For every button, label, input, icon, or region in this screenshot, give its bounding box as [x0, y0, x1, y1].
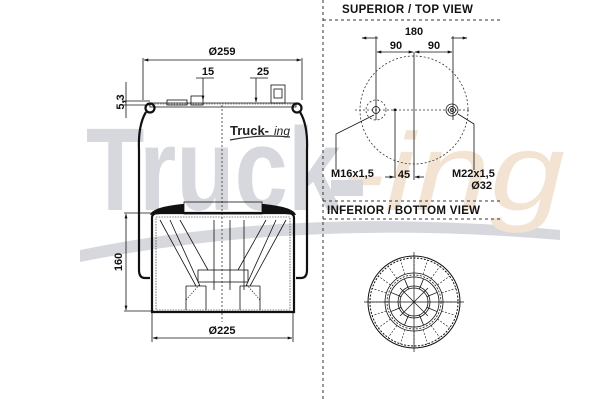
watermark-block	[331, 180, 363, 196]
bottom-rib	[387, 325, 398, 338]
bottom-rib	[430, 266, 441, 279]
watermark-brand-main: Truck	[86, 104, 341, 236]
inner-rib	[418, 314, 424, 326]
bottom-rib	[437, 318, 450, 329]
bottom-rib	[422, 260, 428, 275]
inner-rib	[418, 278, 424, 290]
inlet-offset-label: 45	[398, 169, 410, 181]
bottom-rib	[400, 260, 406, 275]
stud-thread-label: M22x1,5	[452, 168, 495, 180]
top-view-title: SUPERIOR / TOP VIEW	[342, 4, 473, 16]
half-right-label: 90	[428, 40, 440, 52]
bottom-diag	[399, 287, 429, 317]
stud-diameter-label: Ø32	[471, 180, 492, 192]
inner-rib	[390, 292, 402, 298]
bottom-rib	[441, 288, 456, 294]
bottom-rib	[372, 288, 387, 294]
logo-script: ing	[274, 124, 290, 138]
air-inlet-thread-label: M16x1,5	[331, 168, 374, 180]
watermark-brand-script: -ing	[340, 111, 565, 234]
offset-15-label: 15	[202, 66, 214, 78]
inner-rib	[404, 314, 410, 326]
offset-25-label: 25	[257, 66, 269, 78]
bottom-diameter-label: Ø225	[209, 325, 236, 337]
bottom-rib	[400, 329, 406, 344]
bottom-view-title: INFERIOR / BOTTOM VIEW	[327, 205, 480, 217]
inner-rib	[426, 306, 438, 312]
inner-rib	[426, 292, 438, 298]
bottom-rib	[430, 325, 441, 338]
top-view: SUPERIOR / TOP VIEW 180 90 90 M16x1,5 45…	[331, 4, 495, 192]
inner-rib	[390, 306, 402, 312]
bottom-rib	[372, 310, 387, 316]
bottom-rib	[437, 275, 450, 286]
side-view: Ø259 15 25 5,3 Truck- ing	[113, 46, 309, 342]
bottom-view: INFERIOR / BOTTOM VIEW	[327, 205, 480, 352]
half-left-label: 90	[390, 40, 402, 52]
bottom-rib	[387, 266, 398, 279]
inner-rib	[404, 278, 410, 290]
watermark-swoosh	[80, 221, 560, 262]
bottom-rib	[378, 275, 391, 286]
top-diameter-label: Ø259	[209, 46, 236, 58]
bottom-rib	[378, 318, 391, 329]
total-width-label: 180	[405, 26, 423, 38]
bottom-rib	[422, 329, 428, 344]
bottom-piston-outline	[364, 252, 464, 352]
height-label: 160	[113, 253, 125, 271]
plate-thickness-label: 5,3	[115, 94, 127, 109]
logo-main: Truck-	[230, 123, 269, 138]
bottom-rib	[441, 310, 456, 316]
watermark: Truck -ing	[80, 104, 565, 262]
